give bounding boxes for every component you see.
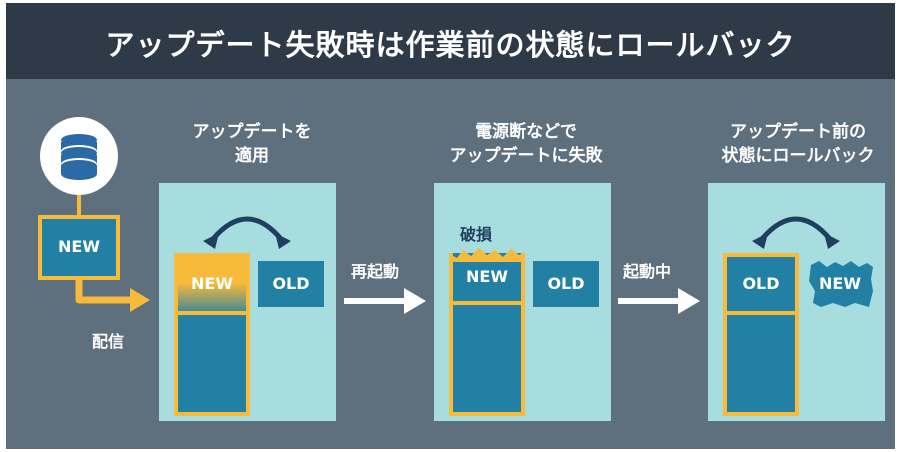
step1-caption-line1: アップデートを xyxy=(192,122,312,142)
step2-caption: 電源断などで アップデートに失敗 xyxy=(406,120,646,168)
swap-arrow-icon xyxy=(748,205,844,253)
slot-divider xyxy=(453,301,521,305)
damage-edge-icon xyxy=(449,247,525,266)
step3-caption-line2: 状態にロールバック xyxy=(721,146,875,166)
diagram-title: アップデート失敗時は作業前の状態にロールバック xyxy=(105,28,796,62)
step3-slot-b-label: NEW xyxy=(819,274,861,293)
step1-panel: NEW OLD xyxy=(159,183,336,421)
title-bar: アップデート失敗時は作業前の状態にロールバック xyxy=(6,3,895,79)
step2-caption-line1: 電源断などで xyxy=(475,122,577,142)
reboot-label: 再起動 xyxy=(351,262,400,281)
step1-caption-line2: 適用 xyxy=(235,146,269,166)
source-new-package: NEW xyxy=(38,215,120,280)
booting-label: 起動中 xyxy=(623,262,672,281)
damaged-slot-icon xyxy=(807,261,873,311)
step1-caption: アップデートを 適用 xyxy=(132,120,372,168)
step2-slot-a: NEW xyxy=(449,248,525,416)
step1-slot-b-label: OLD xyxy=(272,274,310,293)
step3-slot-b: NEW xyxy=(807,261,873,307)
distribute-label: 配信 xyxy=(92,332,125,351)
step2-slot-b-label: OLD xyxy=(547,274,585,293)
right-arrow-icon xyxy=(618,286,702,320)
step3-caption: アップデート前の 状態にロールバック xyxy=(678,120,901,168)
step3-slot-a: OLD xyxy=(723,253,799,416)
step1-slot-a: NEW xyxy=(174,253,250,416)
source-new-label: NEW xyxy=(58,237,100,256)
step3-caption-line1: アップデート前の xyxy=(730,122,866,142)
step1-slot-a-label: NEW xyxy=(191,274,233,293)
step2-status-label: 破損 xyxy=(460,225,493,244)
step3-slot-a-label: OLD xyxy=(742,274,780,293)
step2-slot-b: OLD xyxy=(533,261,599,307)
right-arrow-icon xyxy=(344,286,428,320)
connector-line xyxy=(77,195,81,215)
step2-slot-a-label: NEW xyxy=(466,267,508,286)
distribution-arrow-icon xyxy=(72,278,156,322)
slot-divider xyxy=(727,311,795,315)
slot-divider xyxy=(178,311,246,315)
step2-panel: 破損 NEW OLD xyxy=(434,183,611,421)
step3-panel: OLD NEW xyxy=(708,183,885,421)
swap-arrow-icon xyxy=(199,205,295,253)
step1-slot-b: OLD xyxy=(258,261,324,307)
step2-caption-line2: アップデートに失敗 xyxy=(449,146,603,166)
database-icon xyxy=(39,116,119,200)
diagram-frame: アップデート失敗時は作業前の状態にロールバック NEW 配信 アップデートを xyxy=(6,3,895,449)
